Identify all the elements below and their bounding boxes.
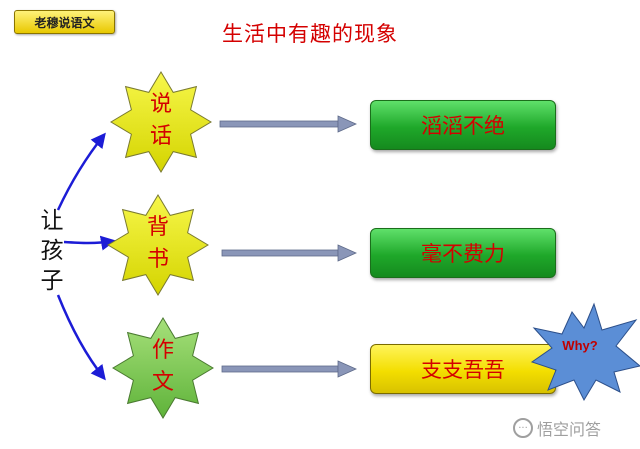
action-char: 书 xyxy=(146,247,169,272)
page-title: 生活中有趣的现象 xyxy=(222,22,398,46)
star-shape-compose xyxy=(112,317,214,419)
branch-arrow-1 xyxy=(56,132,106,211)
branch-arrow-3 xyxy=(56,294,106,381)
subject-label: 让 孩 子 xyxy=(38,206,66,296)
long-arrow-1 xyxy=(219,115,357,133)
watermark-text: 悟空问答 xyxy=(537,420,602,439)
action-char: 话 xyxy=(149,124,172,149)
watermark: ··· 悟空问答 xyxy=(513,414,601,442)
action-char: 文 xyxy=(151,370,174,395)
result-box-compose: 支支吾吾 xyxy=(370,344,556,394)
why-callout: Why? xyxy=(562,338,598,353)
long-arrow-3 xyxy=(221,360,357,378)
star-shape-speak xyxy=(110,71,212,173)
chat-bubble-icon: ··· xyxy=(513,418,533,438)
action-char: 作 xyxy=(151,338,174,363)
subject-char: 让 xyxy=(40,208,64,234)
subject-char: 孩 xyxy=(40,238,64,264)
action-char: 背 xyxy=(146,215,169,240)
star-shape-recite xyxy=(107,194,209,296)
action-char: 说 xyxy=(149,92,172,117)
subject-char: 子 xyxy=(40,268,64,294)
branch-arrow-2 xyxy=(63,235,116,251)
long-arrow-2 xyxy=(221,244,357,262)
action-label-speak: 说 话 xyxy=(141,89,181,153)
result-box-recite: 毫不费力 xyxy=(370,228,556,278)
action-label-recite: 背 书 xyxy=(138,212,178,276)
action-label-compose: 作 文 xyxy=(143,335,183,399)
result-box-speak: 滔滔不绝 xyxy=(370,100,556,150)
author-badge: 老穆说语文 xyxy=(14,10,115,34)
